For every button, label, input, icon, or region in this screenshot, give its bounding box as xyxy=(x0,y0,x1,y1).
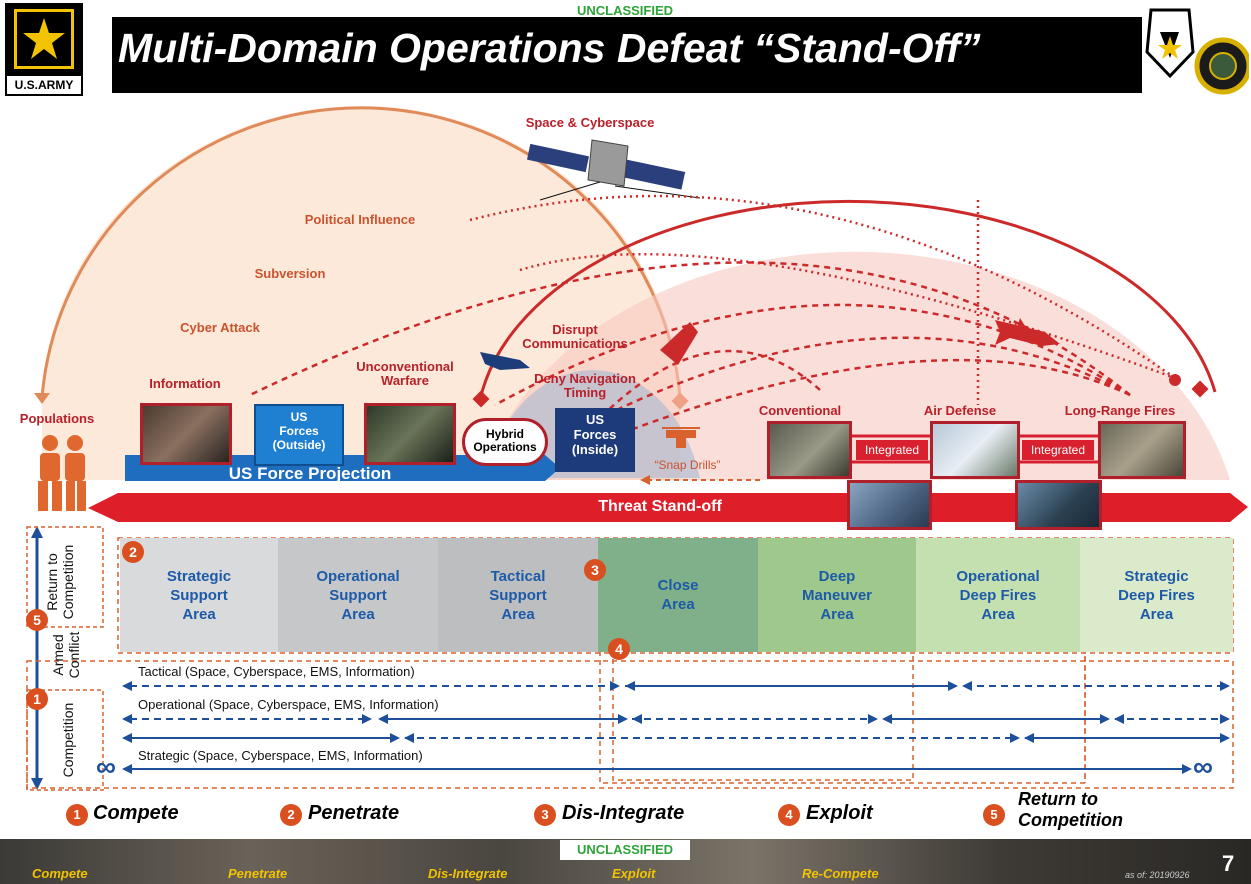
army-logo-text: U.S.ARMY xyxy=(7,76,81,94)
number-2-marker: 2 xyxy=(122,541,144,563)
air-defense-label: Air Defense xyxy=(923,403,997,418)
bottom-segment-compete: Compete xyxy=(32,866,88,881)
integrated-label-2: Integrated xyxy=(1022,440,1094,460)
bottom-segment-re-compete: Re-Compete xyxy=(802,866,879,881)
number-5-marker: 5 xyxy=(26,609,48,631)
conventional-photo xyxy=(767,421,852,479)
bottom-segment-dis-integrate: Dis-Integrate xyxy=(428,866,508,881)
army-logo: U.S.ARMY xyxy=(5,3,83,96)
area-strategic-deep-fires: Strategic Deep Fires Area xyxy=(1080,538,1233,652)
as-of-date: as of: 20190926 xyxy=(1125,870,1190,880)
legend-dis-integrate: Dis-Integrate xyxy=(562,802,685,824)
cyber-attack-label: Cyber Attack xyxy=(180,320,260,335)
classification-bottom: UNCLASSIFIED xyxy=(560,840,690,860)
legend-number-5: 5 xyxy=(983,804,1005,826)
unconventional-warfare-photo xyxy=(364,403,456,465)
number-3-marker: 3 xyxy=(584,559,606,581)
area-tactical-support: Tactical Support Area xyxy=(438,538,598,652)
satellite-icon xyxy=(526,139,686,190)
threat-aircraft-icon xyxy=(660,322,698,365)
legend-return-to-competition: Return to Competition xyxy=(1018,789,1123,830)
area-close: Close Area xyxy=(598,538,758,652)
disrupt-communications-label: Disrupt Communications xyxy=(522,322,628,351)
space-label: Space & Cyberspace xyxy=(525,115,655,130)
page-number: 7 xyxy=(1222,851,1235,876)
competition-side-label: Competition xyxy=(60,702,76,778)
subversion-label: Subversion xyxy=(254,266,326,281)
threat-arc-right-marker xyxy=(1191,380,1209,398)
integrated-label-1: Integrated xyxy=(856,440,928,460)
us-forces-inside-box: US Forces (Inside) xyxy=(555,408,635,472)
page-title: Multi-Domain Operations Defeat “Stand-Of… xyxy=(118,25,981,71)
hybrid-operations-cloud: Hybrid Operations xyxy=(462,418,548,466)
legend-number-2: 2 xyxy=(280,804,302,826)
legend-number-4: 4 xyxy=(778,804,800,826)
long-range-fires-photo xyxy=(1098,421,1186,479)
naval-ship-photo xyxy=(847,480,932,530)
populations-label: Populations xyxy=(19,411,95,426)
tactical-track-label: Tactical (Space, Cyberspace, EMS, Inform… xyxy=(138,664,415,679)
number-4-marker: 4 xyxy=(608,638,630,660)
information-label: Information xyxy=(149,376,221,391)
star-icon xyxy=(14,9,74,69)
threat-arc xyxy=(478,199,1217,401)
air-defense-photo xyxy=(930,421,1020,479)
us-aircraft-icon xyxy=(480,352,530,370)
classification-top: UNCLASSIFIED xyxy=(576,3,674,18)
threat-standoff-bar xyxy=(88,493,1248,522)
snap-drills-label: “Snap Drills” xyxy=(654,458,721,472)
competition-arc xyxy=(40,106,682,399)
legend-compete: Compete xyxy=(93,802,179,824)
populations-icon xyxy=(38,435,86,511)
area-operational-support: Operational Support Area xyxy=(278,538,438,652)
competition-arc-left-arrow xyxy=(34,393,50,404)
legend-exploit: Exploit xyxy=(806,802,873,824)
tradoc-emblem xyxy=(1143,6,1251,98)
infinity-right-icon: ∞ xyxy=(1193,751,1213,782)
area-operational-deep-fires: Operational Deep Fires Area xyxy=(916,538,1080,652)
legend-penetrate: Penetrate xyxy=(308,802,400,824)
operational-track-label: Operational (Space, Cyberspace, EMS, Inf… xyxy=(138,697,439,712)
legend-number-1: 1 xyxy=(66,804,88,826)
infinity-left-icon: ∞ xyxy=(96,751,116,782)
number-1-marker: 1 xyxy=(26,688,48,710)
bottom-segment-exploit: Exploit xyxy=(612,866,656,881)
threat-arc-left-marker xyxy=(472,390,490,408)
submarine-photo xyxy=(1015,480,1102,530)
conventional-label: Conventional xyxy=(758,403,842,418)
area-deep-maneuver: Deep Maneuver Area xyxy=(758,538,916,652)
long-range-fires-label: Long-Range Fires xyxy=(1064,403,1176,418)
title-bar xyxy=(112,17,1142,93)
drone-icon xyxy=(662,427,700,448)
strategic-track-label: Strategic (Space, Cyberspace, EMS, Infor… xyxy=(138,748,423,763)
legend-number-3: 3 xyxy=(534,804,556,826)
unconventional-warfare-label: Unconventional Warfare xyxy=(356,359,454,388)
bomber-icon xyxy=(995,318,1060,346)
area-strategic-support: Strategic Support Area xyxy=(120,538,278,652)
long-range-marker xyxy=(1169,374,1181,386)
political-influence-label: Political Influence xyxy=(304,212,416,227)
competition-dome xyxy=(41,106,680,481)
force-projection-label: US Force Projection xyxy=(228,464,392,483)
bottom-segment-penetrate: Penetrate xyxy=(228,866,288,881)
threat-standoff-label: Threat Stand-off xyxy=(598,498,722,515)
us-forces-outside-box: US Forces (Outside) xyxy=(254,404,344,466)
deny-navigation-label: Deny Navigation Timing xyxy=(534,371,636,400)
information-photo xyxy=(140,403,232,465)
armed-conflict-label: Armed Conflict xyxy=(50,631,82,679)
